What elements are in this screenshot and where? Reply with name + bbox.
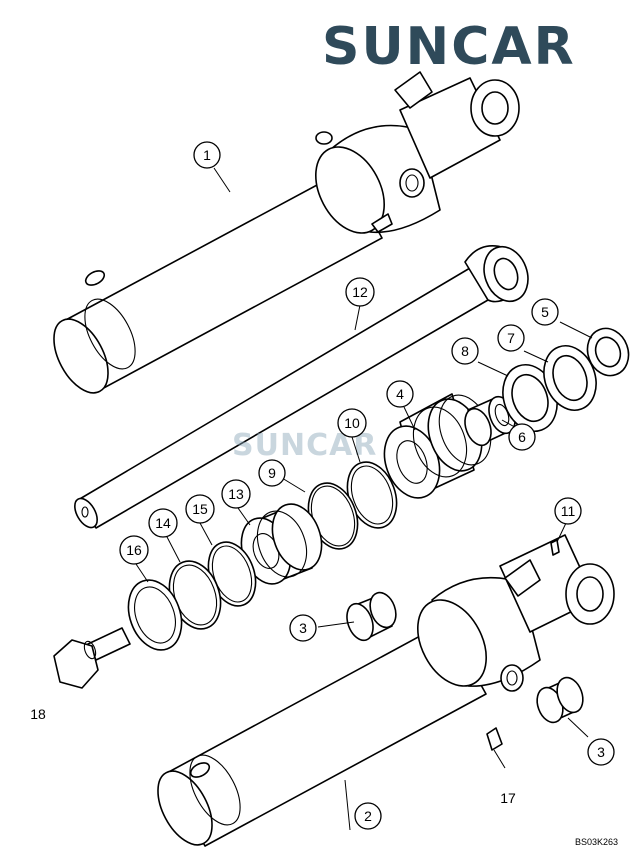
callout-6: 6 [508,423,536,451]
cylinder-barrel-bottom [157,534,615,847]
ring-14 [168,560,222,630]
callout-label: 15 [192,501,208,517]
seal-7 [543,345,597,411]
callout-3a: 3 [289,614,317,642]
callout-label: 10 [344,415,360,431]
callout-9: 9 [258,459,286,487]
piston-13 [240,503,323,585]
callout-1: 1 [193,141,221,169]
callout-label: 12 [352,284,368,300]
logo-text: SUNCAR [322,17,576,77]
callout-label: 5 [541,304,549,320]
callout-label: 7 [507,330,515,346]
suncar-logo: SUNCAR [322,17,576,77]
callout-label: 13 [228,486,244,502]
label-18: 18 [30,706,46,722]
callout-label: 4 [396,386,404,402]
callout-3b: 3 [587,738,615,766]
bushing-3-middle [346,591,397,642]
wiper-5 [586,327,630,377]
reference-code: BS03K263 [575,837,618,847]
callout-16: 16 [119,535,149,565]
callout-label: 8 [461,343,469,359]
gland [383,393,492,499]
label-17: 17 [500,790,516,806]
piston-rod [74,245,529,529]
callout-label: 1 [203,147,211,163]
callout-label: 3 [299,620,307,636]
callout-11: 11 [554,497,582,525]
callout-8: 8 [451,337,479,365]
callout-2: 2 [354,802,382,830]
callout-label: 14 [155,515,171,531]
leader-lines [135,167,593,831]
callout-7: 7 [497,324,525,352]
callout-15: 15 [185,494,215,524]
callout-12: 12 [345,277,375,307]
seal-8 [502,364,558,432]
callout-label: 3 [597,744,605,760]
callout-13: 13 [221,479,251,509]
callout-10: 10 [337,408,367,438]
grease-fitting-11 [550,539,560,556]
callout-label: 16 [126,542,142,558]
callout-14: 14 [148,508,178,538]
callout-label: 6 [518,429,526,445]
callout-label: 2 [364,808,372,824]
cylinder-barrel-top [53,71,520,394]
callout-label: 11 [561,503,576,519]
callout-label: 9 [268,465,276,481]
grease-fitting-17 [486,727,503,751]
bushing-3-lower [536,676,584,724]
callout-4: 4 [386,380,414,408]
ring-16 [127,579,183,651]
callout-5: 5 [531,298,559,326]
bolt-18 [53,627,131,689]
